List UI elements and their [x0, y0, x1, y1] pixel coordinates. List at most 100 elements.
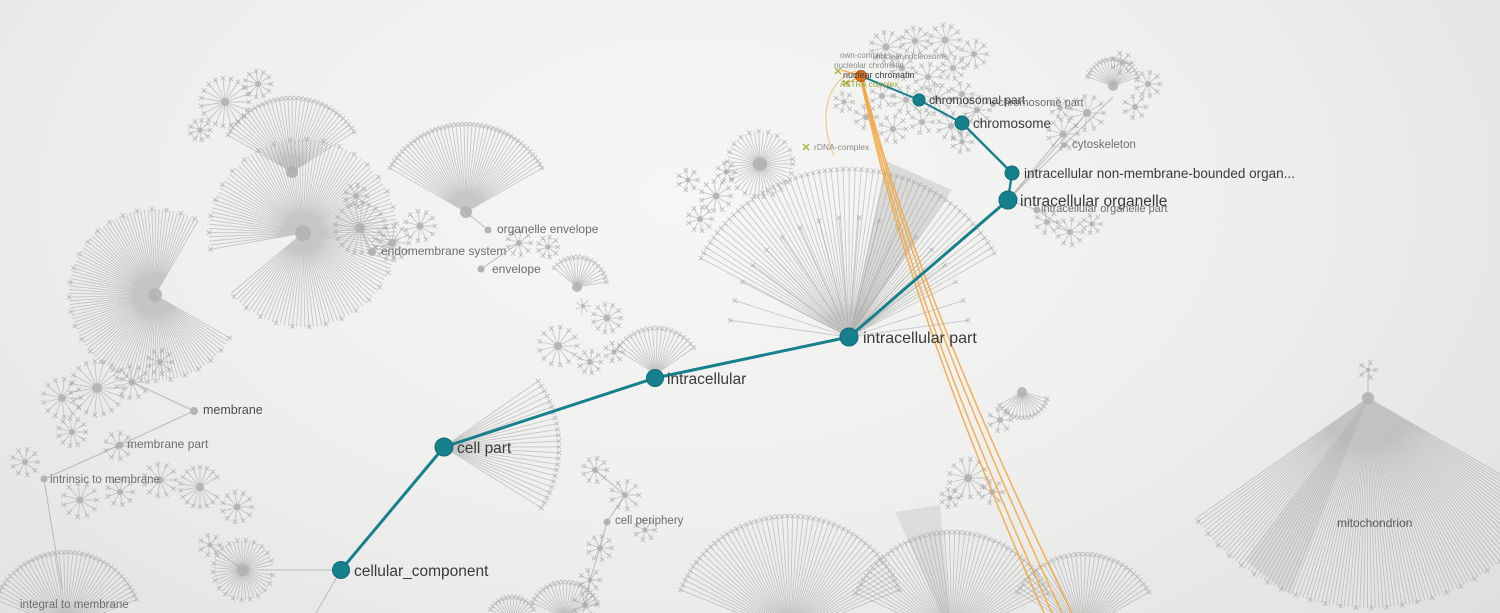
fan-spokes [579, 351, 601, 373]
node-intracellular-non-membrane-bounded-organelle[interactable] [1004, 165, 1020, 181]
cluster-fan [67, 358, 127, 418]
term-dot[interactable] [484, 226, 492, 234]
term-dot[interactable] [1033, 206, 1041, 214]
fan-spokes [43, 379, 81, 417]
node-intracellular-organelle[interactable] [998, 190, 1018, 210]
cluster-fan [1195, 392, 1500, 611]
cluster-fan [1049, 96, 1072, 120]
fan-spokes [605, 343, 623, 361]
node-chromosome[interactable] [954, 115, 970, 131]
cluster-fan [387, 121, 545, 218]
fan-tips [1081, 212, 1104, 236]
fan-spokes [989, 409, 1011, 431]
fan-center-dot [1017, 387, 1027, 397]
term-label[interactable]: membrane part [127, 437, 209, 451]
fan-spokes [532, 582, 598, 613]
fan-spokes [213, 539, 273, 601]
fan-center-dot [950, 65, 956, 71]
fan-tips [869, 29, 904, 65]
fan-tips [177, 464, 220, 510]
fan-center-dot [932, 95, 940, 103]
term-label[interactable]: intrinsic to membrane [50, 474, 160, 486]
term-label[interactable]: organelle envelope [497, 222, 599, 236]
fan-center-dot [882, 43, 890, 51]
cluster-fan [1122, 93, 1149, 121]
term-label[interactable]: endomembrane system [381, 244, 506, 258]
fan-spokes [443, 380, 560, 509]
label-cellular-component[interactable]: cellular_component [354, 563, 489, 580]
cluster-fan [676, 167, 701, 193]
label-intracellular-organelle[interactable]: intracellular organelle [1020, 193, 1167, 210]
term-dot[interactable] [477, 265, 485, 273]
fan-spokes [1124, 96, 1146, 118]
term-label[interactable]: chromosome part [998, 97, 1084, 109]
highlight-path-edge [918, 99, 963, 124]
fan-center-dot [1108, 81, 1118, 91]
term-dot[interactable] [116, 441, 124, 449]
fan-center-dot [903, 97, 909, 103]
term-dot[interactable] [190, 407, 198, 415]
fan-spokes [245, 71, 271, 97]
fan-spokes [1195, 397, 1500, 609]
fan-tips [928, 22, 963, 58]
term-dot[interactable] [603, 518, 611, 526]
term-label[interactable]: intracellular organelle part [1041, 203, 1168, 215]
fan-tips [536, 234, 561, 260]
cluster-fan [536, 234, 561, 260]
fan-tips [962, 94, 993, 126]
fan-tips [950, 129, 975, 155]
term-label-small[interactable]: rDNA-complex [814, 142, 870, 152]
term-dot[interactable] [990, 101, 996, 107]
term-dot[interactable] [368, 248, 376, 256]
fan-tips [586, 533, 615, 563]
node-chromosomal-part[interactable] [912, 93, 926, 107]
node-cell-part[interactable] [434, 437, 454, 457]
term-dot[interactable] [40, 475, 48, 483]
term-label-small[interactable]: own-complex [840, 51, 887, 60]
label-chromosomal-part[interactable]: chromosomal part [929, 93, 1026, 107]
fan-spokes [902, 28, 928, 54]
fan-spokes [871, 85, 893, 107]
fan-tips [959, 38, 990, 70]
term-label[interactable]: envelope [492, 262, 541, 276]
term-label[interactable]: integral to membrane [20, 599, 129, 611]
term-label[interactable]: mitochondrion [1337, 516, 1412, 530]
node-intracellular[interactable] [646, 369, 664, 387]
fan-center-dot [685, 177, 691, 183]
term-label[interactable]: cell periphery [615, 515, 684, 527]
fan-center-dot [233, 503, 241, 511]
term-label-small[interactable]: nuclear nucleosome [876, 52, 948, 61]
term-dot[interactable] [1061, 142, 1067, 148]
fan-center-dot [964, 474, 972, 482]
term-label-small[interactable]: nucleolar chromatin [834, 61, 904, 70]
cluster-fan [142, 461, 179, 499]
label-intracellular[interactable]: intracellular [667, 371, 746, 388]
label-cell-part[interactable]: cell part [457, 440, 512, 457]
term-label-small[interactable]: ASTRA complex [840, 80, 898, 89]
olive-mark [842, 79, 850, 87]
fan-center-dot [723, 169, 729, 175]
node-intracellular-part[interactable] [839, 327, 859, 347]
fan-spokes [961, 41, 987, 67]
fan-spokes [1051, 99, 1069, 117]
term-label-small[interactable]: nuclear chromatin [843, 70, 915, 80]
cluster-fan [1014, 551, 1152, 613]
cluster-fan [1358, 359, 1379, 381]
fan-spokes [701, 181, 731, 211]
fan-center-dot [712, 192, 720, 200]
term-label[interactable]: cytoskeleton [1072, 139, 1136, 151]
fan-center-dot [941, 36, 949, 44]
node-cellular-component[interactable] [332, 561, 350, 579]
cluster-fan [551, 254, 610, 292]
label-intracellular-part[interactable]: intracellular part [863, 330, 977, 347]
fan-tips [724, 128, 796, 200]
gray-edges [43, 96, 1369, 613]
term-label[interactable]: membrane [203, 403, 263, 417]
node-nuclear-chromatin[interactable] [855, 70, 867, 82]
fan-spokes [700, 168, 995, 338]
label-intracellular-non-membrane-bounded-organelle[interactable]: intracellular non-membrane-bounded organ… [1024, 166, 1295, 181]
cluster-fan [66, 206, 233, 384]
label-chromosome[interactable]: chromosome [973, 116, 1051, 131]
